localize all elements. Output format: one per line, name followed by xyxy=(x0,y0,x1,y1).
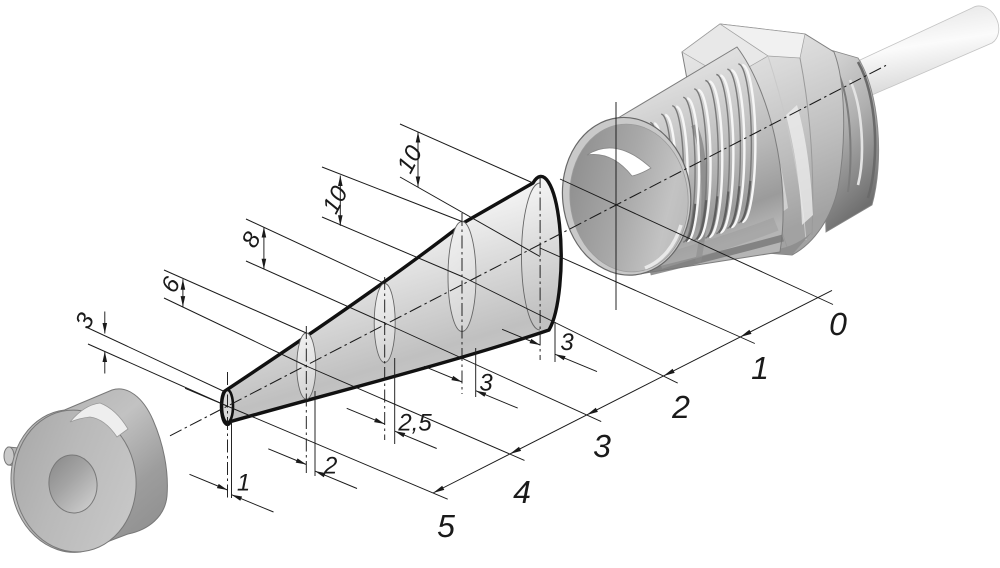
svg-text:2: 2 xyxy=(323,453,337,480)
svg-text:2,5: 2,5 xyxy=(397,410,432,437)
svg-text:1: 1 xyxy=(751,350,769,386)
svg-text:2: 2 xyxy=(671,389,690,425)
svg-text:4: 4 xyxy=(513,474,531,510)
svg-text:3: 3 xyxy=(479,370,493,397)
svg-text:1: 1 xyxy=(237,470,250,497)
svg-text:3: 3 xyxy=(593,428,611,464)
svg-text:0: 0 xyxy=(829,306,847,342)
svg-text:5: 5 xyxy=(437,508,455,544)
svg-text:3: 3 xyxy=(560,329,574,356)
